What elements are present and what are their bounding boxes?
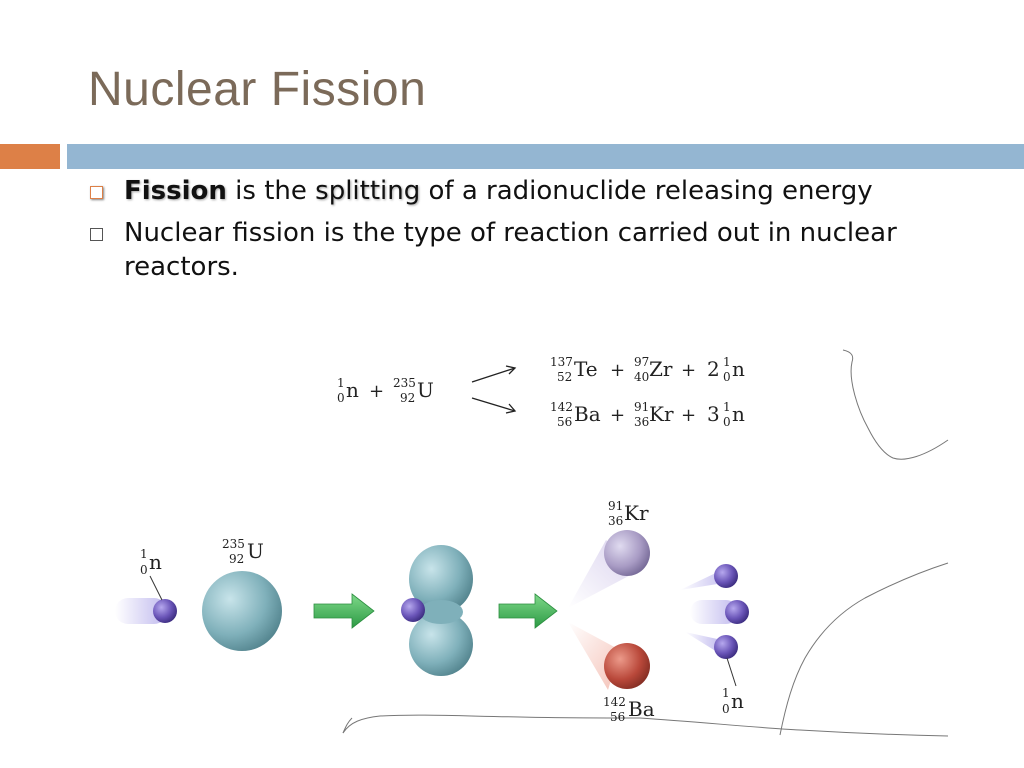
slide-title: Nuclear Fission	[88, 63, 427, 116]
svg-text:91: 91	[608, 499, 623, 513]
deformed-nucleus	[401, 545, 473, 676]
svg-text:92: 92	[400, 391, 415, 405]
bullet-text: Nuclear fission is the type of reaction …	[124, 218, 897, 282]
svg-text:56: 56	[610, 710, 625, 724]
svg-text:1: 1	[723, 400, 731, 414]
svg-text:56: 56	[557, 415, 572, 429]
bullet-text: is the	[226, 176, 316, 206]
bullet-item-1: Fission is the splitting of a radionucli…	[88, 174, 948, 208]
svg-text:n: n	[149, 550, 162, 574]
svg-text:235: 235	[222, 537, 245, 551]
svg-text:91: 91	[634, 400, 649, 414]
svg-text:137: 137	[550, 355, 573, 369]
uranium-nucleus: 235 92 U	[202, 537, 282, 651]
svg-text:1: 1	[140, 547, 148, 561]
svg-text:Kr: Kr	[624, 501, 649, 525]
svg-text:142: 142	[603, 695, 626, 709]
bullet-list: Fission is the splitting of a radionucli…	[88, 174, 948, 292]
svg-text:0: 0	[723, 415, 731, 429]
svg-text:Ba: Ba	[628, 697, 655, 721]
svg-text:+: +	[681, 360, 696, 381]
svg-text:Ba: Ba	[574, 402, 601, 426]
equation-arrows	[471, 365, 517, 414]
svg-text:235: 235	[393, 376, 416, 390]
svg-text:U: U	[247, 539, 264, 563]
krypton-nucleus: 91 36 Kr	[568, 499, 650, 608]
accent-bar-orange	[0, 144, 60, 169]
svg-text:0: 0	[723, 370, 731, 384]
svg-text:n: n	[732, 402, 745, 426]
svg-text:0: 0	[722, 702, 730, 716]
bullet-square-icon	[90, 228, 103, 241]
svg-text:U: U	[417, 378, 434, 402]
released-neutrons: 1 0 n	[680, 564, 749, 716]
bullet-text: of a radionuclide releasing energy	[420, 176, 873, 206]
svg-text:Kr: Kr	[649, 402, 674, 426]
svg-text:+: +	[681, 405, 696, 426]
svg-text:92: 92	[229, 552, 244, 566]
svg-text:2: 2	[707, 357, 720, 381]
svg-text:36: 36	[608, 514, 623, 528]
svg-text:52: 52	[557, 370, 572, 384]
bullet-item-2: Nuclear fission is the type of reaction …	[88, 216, 948, 284]
svg-text:1: 1	[337, 376, 345, 390]
accent-bar-blue	[67, 144, 1024, 169]
svg-text:1: 1	[723, 355, 731, 369]
bullet-square-icon	[90, 186, 103, 199]
equation-reactant-neutron: 1 0 n	[337, 376, 359, 405]
reaction-equation: 1 0 n + 235 92 U 137 52 Te + 97	[337, 355, 745, 429]
svg-text:97: 97	[634, 355, 649, 369]
incoming-neutron: 1 0 n	[115, 547, 177, 624]
svg-text:3: 3	[707, 402, 720, 426]
svg-text:n: n	[731, 689, 744, 713]
barium-nucleus: 142 56 Ba	[568, 622, 655, 724]
svg-text:1: 1	[722, 686, 730, 700]
svg-text:40: 40	[634, 370, 649, 384]
svg-text:142: 142	[550, 400, 573, 414]
svg-text:+: +	[610, 405, 625, 426]
bullet-term: Fission	[124, 176, 227, 206]
svg-text:n: n	[732, 357, 745, 381]
svg-text:+: +	[610, 360, 625, 381]
svg-text:Zr: Zr	[649, 357, 673, 381]
svg-text:36: 36	[634, 415, 649, 429]
svg-text:0: 0	[140, 563, 148, 577]
equation-products-bottom: 142 56 Ba + 91 36 Kr + 3 1 0 n	[550, 400, 745, 429]
equation-products-top: 137 52 Te + 97 40 Zr + 2 1 0 n	[550, 355, 745, 384]
bullet-highlight: splitting	[315, 176, 421, 206]
svg-text:Te: Te	[574, 357, 598, 381]
svg-text:0: 0	[337, 391, 345, 405]
equation-reactant-uranium: 235 92 U	[393, 376, 434, 405]
equation-plus: +	[369, 381, 384, 402]
svg-text:n: n	[346, 378, 359, 402]
hand-drawn-annotations	[342, 349, 949, 737]
process-arrow-icon	[313, 593, 375, 629]
process-arrow-icon	[498, 593, 558, 629]
